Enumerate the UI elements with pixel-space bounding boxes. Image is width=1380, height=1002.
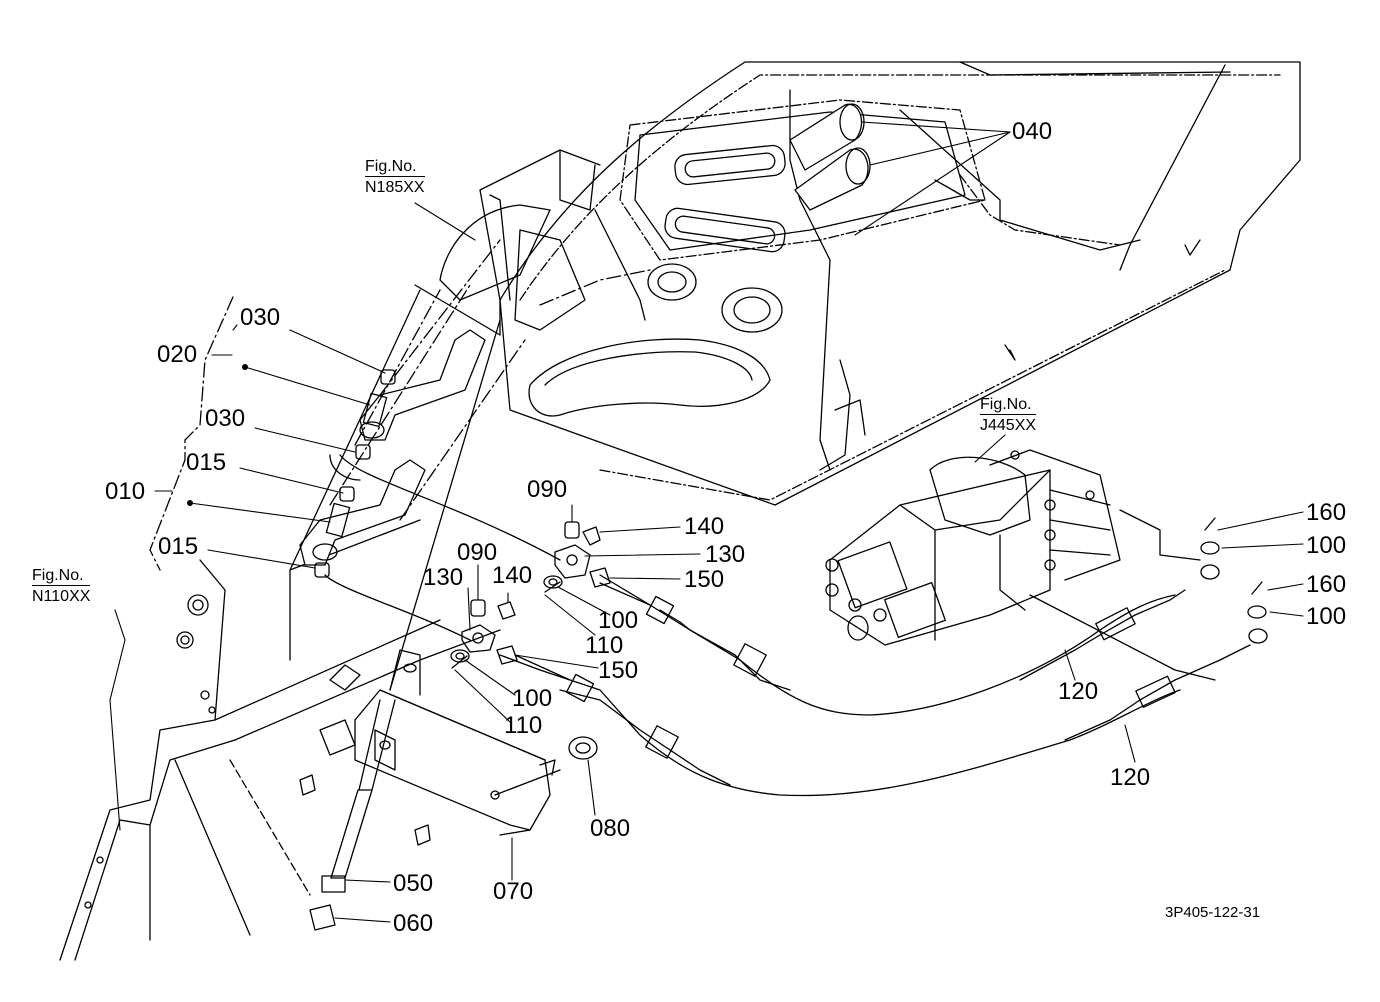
callout-100-lower: 100	[512, 685, 553, 712]
callout-040: 040	[1012, 118, 1053, 145]
callout-120-upper: 120	[1058, 678, 1099, 705]
callout-020: 020	[157, 341, 198, 368]
callout-015-upper: 015	[186, 449, 227, 476]
figure-ref-line2: N110XX	[32, 585, 91, 606]
callout-090-upper: 090	[527, 476, 568, 503]
figure-ref-line2: J445XX	[980, 414, 1037, 435]
leader-lines	[109, 121, 1304, 923]
hardware	[450, 517, 1267, 760]
figure-ref-n185: Fig.No. N185XX	[365, 157, 425, 197]
lever-arms	[299, 329, 561, 641]
callout-100-upper: 100	[598, 607, 639, 634]
callout-150-lower: 150	[598, 657, 639, 684]
drawing-code: 3P405-122-31	[1165, 904, 1261, 921]
figure-ref-line1: Fig.No.	[980, 396, 1032, 413]
callout-010: 010	[105, 478, 146, 505]
callout-120-lower: 120	[1110, 764, 1151, 791]
guide-lines	[149, 239, 651, 571]
callout-140-upper: 140	[684, 513, 725, 540]
callout-100-right-lower: 100	[1306, 603, 1347, 630]
callout-100-right-upper: 100	[1306, 532, 1347, 559]
figure-ref-line1: Fig.No.	[365, 158, 417, 175]
callout-015-lower: 015	[158, 533, 199, 560]
callout-030-lower: 030	[205, 405, 246, 432]
callout-140-lower: 140	[492, 562, 533, 589]
callout-050: 050	[393, 870, 434, 897]
callout-150-upper: 150	[684, 566, 725, 593]
callout-030-upper: 030	[240, 304, 281, 331]
bullet-dots	[187, 364, 248, 506]
callout-090-lower: 090	[457, 539, 498, 566]
callout-080: 080	[590, 815, 631, 842]
control-cables	[499, 564, 1268, 797]
figure-ref-line2: N185XX	[365, 176, 425, 197]
bolt-assembly	[309, 699, 396, 931]
callout-110-upper: 110	[585, 632, 624, 659]
callout-130-upper: 130	[705, 541, 746, 568]
callout-160-upper: 160	[1306, 499, 1347, 526]
console-housing	[439, 61, 1301, 506]
callout-160-lower: 160	[1306, 571, 1347, 598]
figure-ref-n110: Fig.No. N110XX	[32, 566, 91, 606]
control-valve	[825, 449, 1216, 681]
figure-ref-j445: Fig.No. J445XX	[980, 395, 1037, 435]
callout-070: 070	[493, 878, 534, 905]
long-guides	[289, 284, 501, 691]
callout-060: 060	[393, 910, 434, 937]
cable-bracket	[354, 649, 561, 836]
callout-110-lower: 110	[504, 712, 543, 739]
figure-ref-line1: Fig.No.	[32, 567, 84, 584]
callout-130-lower: 130	[423, 564, 464, 591]
control-levers	[789, 103, 871, 211]
